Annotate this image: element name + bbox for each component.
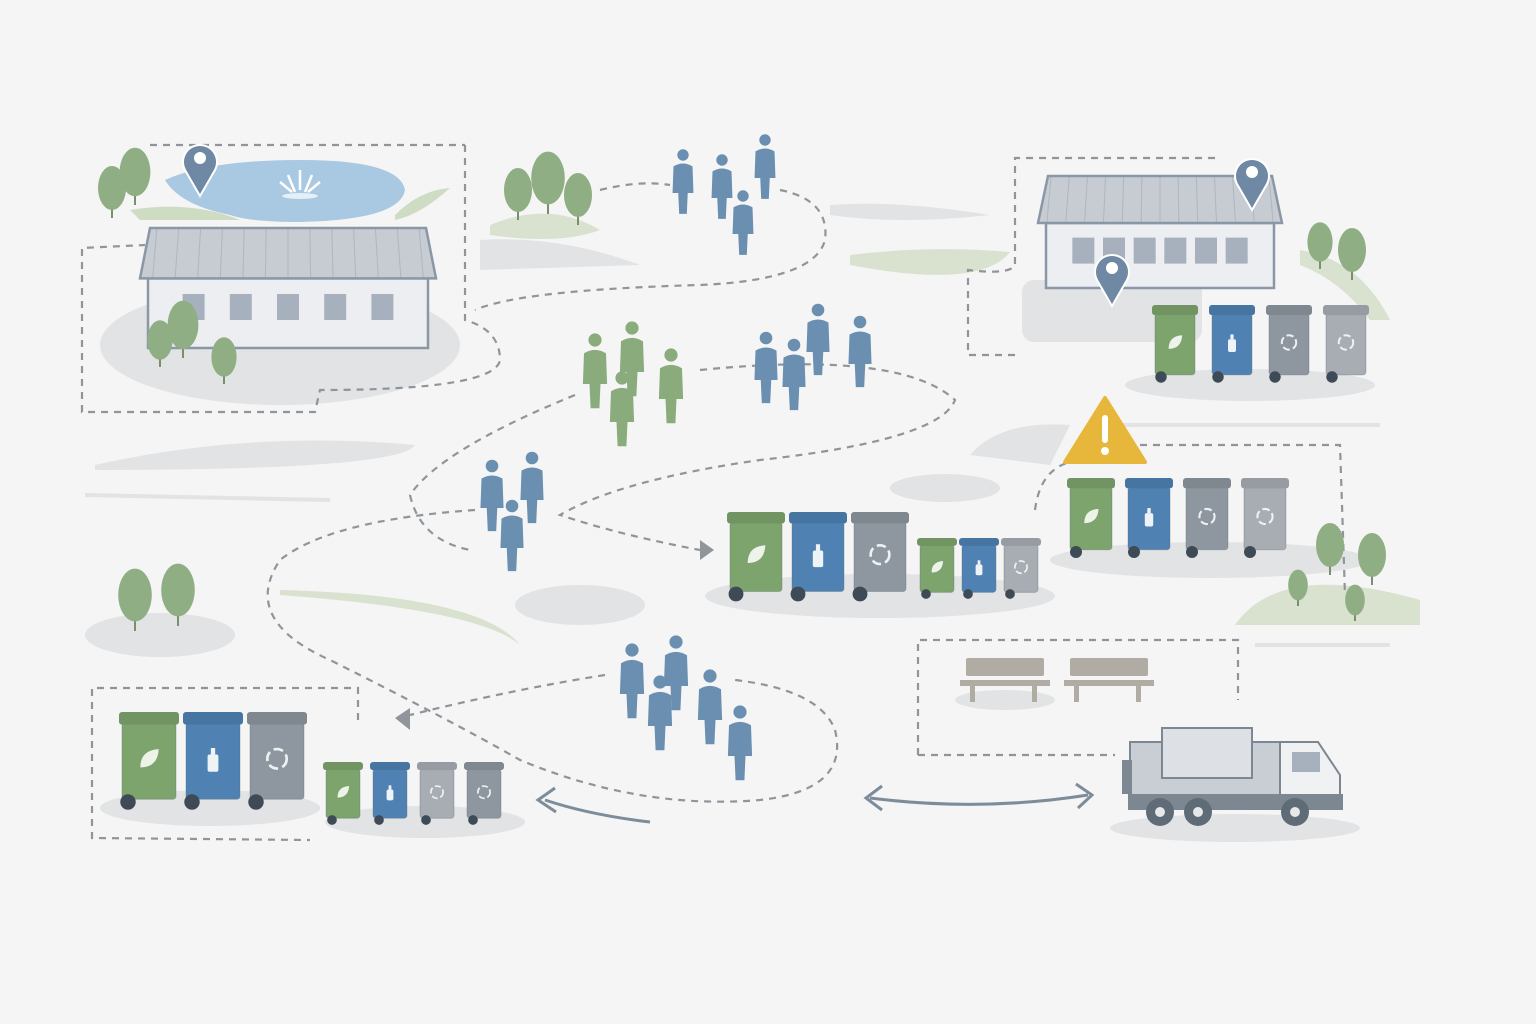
bin-general (1323, 305, 1369, 383)
tree-icon (564, 173, 592, 225)
person-icon (520, 451, 544, 524)
ground-patches (84, 203, 1420, 842)
bin-organic (727, 512, 785, 602)
person-icon (754, 134, 776, 199)
tree-icon (211, 337, 237, 384)
tree-icon (504, 168, 532, 220)
person-icon (582, 333, 608, 409)
map-pin-icon (182, 144, 218, 199)
bench-icon (960, 658, 1050, 702)
bin-recycling (1183, 478, 1231, 558)
tree-icon (161, 563, 195, 626)
map-pin-icon (1094, 254, 1130, 309)
bin-recycling (1266, 305, 1312, 383)
dashed-routes (80, 143, 1347, 842)
person-icon (647, 675, 673, 751)
arrowhead-icon (700, 540, 714, 560)
curved-arrow (544, 798, 651, 824)
bin-recycling (464, 762, 504, 825)
person-icon (732, 190, 754, 255)
person-icon (848, 315, 872, 388)
person-icon (711, 154, 733, 219)
person-icon (663, 635, 689, 711)
garbage-truck-icon (1122, 727, 1343, 826)
bin-plastic (959, 538, 999, 599)
bin-organic (1152, 305, 1198, 383)
tree-icon (1316, 523, 1344, 575)
tree-icon (119, 147, 151, 205)
person-icon (500, 499, 524, 572)
tree-icon (1338, 228, 1366, 280)
person-icon (619, 321, 645, 397)
person-icon (782, 338, 806, 411)
tree-icon (147, 320, 173, 367)
tree-icon (531, 151, 565, 214)
bin-organic (1067, 478, 1115, 558)
tree-icon (1288, 569, 1308, 606)
bin-organic (119, 712, 179, 810)
person-icon (672, 149, 694, 214)
bin-general (1001, 538, 1041, 599)
pond (130, 160, 450, 222)
tree-icon (1307, 222, 1333, 269)
person-icon (806, 303, 830, 376)
bin-recycling (247, 712, 307, 810)
bin-plastic (789, 512, 847, 602)
tree-icon (118, 568, 152, 631)
person-icon (754, 331, 778, 404)
bin-general (1241, 478, 1289, 558)
bin-plastic (1125, 478, 1173, 558)
bin-plastic (183, 712, 243, 810)
building-icon (1036, 174, 1284, 290)
bin-plastic (370, 762, 410, 825)
person-icon (697, 669, 723, 745)
person-icon (619, 643, 645, 719)
tree-icon (98, 166, 126, 218)
fountain-icon (279, 170, 321, 199)
warning-icon (1063, 396, 1147, 464)
bin-recycling (851, 512, 909, 602)
bin-general (417, 762, 457, 825)
tree-icon (1358, 533, 1386, 585)
tree-icon (167, 300, 199, 358)
bench-icon (1064, 658, 1154, 702)
double-arrow-icon (863, 782, 1095, 812)
arrowhead-icon (395, 708, 410, 730)
person-icon (609, 371, 635, 447)
bin-organic (323, 762, 363, 825)
bin-plastic (1209, 305, 1255, 383)
person-icon (658, 348, 684, 424)
bin-organic (917, 538, 957, 599)
person-icon (727, 705, 753, 781)
person-icon (480, 459, 504, 532)
tree-icon (1345, 584, 1365, 621)
map-pin-icon (1234, 158, 1270, 213)
